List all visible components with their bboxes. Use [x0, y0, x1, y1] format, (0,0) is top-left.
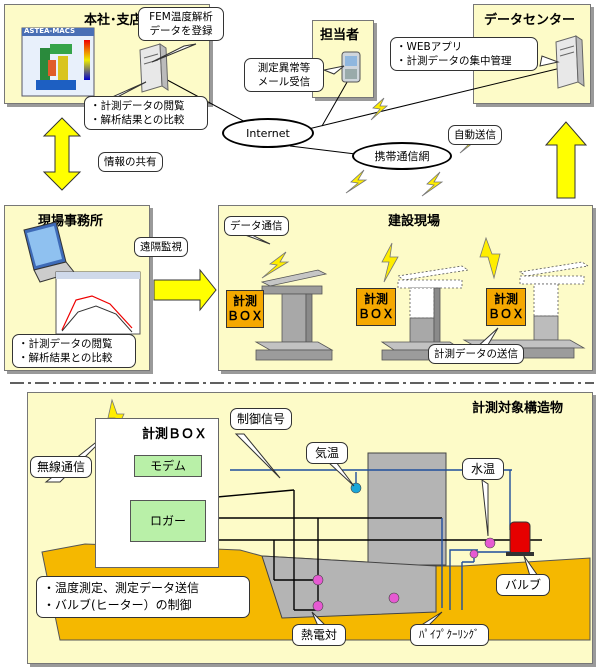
measure-box-title: 計測ＢＯＸ	[142, 427, 208, 442]
mobile-network-node: 携帯通信網	[352, 142, 452, 170]
alert-mail-callout: 測定異常等 メール受信	[244, 58, 324, 92]
pipe-cooling-label: ﾊﾟｲﾌﾟｸｰﾘﾝｸﾞ	[410, 624, 489, 646]
site-title: 建設現場	[388, 214, 441, 229]
water-temp-label: 水温	[462, 458, 505, 480]
data-send-callout: 計測データの送信	[428, 344, 524, 364]
thermocouple-label: 熱電対	[292, 624, 347, 646]
info-share-label: 情報の共有	[98, 152, 163, 172]
wireless-label: 無線通信	[30, 456, 93, 478]
field-office-callout: ・計測データの閲覧 ・解析結果との比較	[12, 334, 136, 368]
datacenter-title: データセンター	[484, 13, 576, 28]
double-arrow-icon	[42, 117, 82, 191]
right-arrow-icon	[153, 268, 217, 312]
hq-title: 本社･支店	[84, 13, 143, 28]
measure-box-panel	[95, 418, 219, 568]
software-label: ASTEA-MACS	[24, 27, 76, 35]
valve-label: バルブ	[496, 574, 551, 596]
fem-register-callout: FEM温度解析 データを登録	[138, 7, 224, 41]
logger-box: ロガー	[130, 500, 206, 542]
hq-browse-callout: ・計測データの閲覧 ・解析結果との比較	[84, 96, 208, 130]
field-office-title: 現場事務所	[38, 214, 104, 229]
data-comm-label: データ通信	[224, 216, 289, 236]
remote-monitor-label: 遠隔監視	[134, 237, 188, 257]
auto-send-label: 自動送信	[448, 125, 502, 145]
air-temp-label: 気温	[306, 442, 349, 464]
structure-title: 計測対象構造物	[472, 401, 564, 416]
staff-title: 担当者	[320, 28, 360, 43]
modem-box: モデム	[134, 455, 202, 477]
lightning-icon-1	[370, 97, 389, 121]
control-signal-label: 制御信号	[230, 408, 293, 430]
functions-callout: ・温度測定、測定データ送信 ・バルブ(ヒーター）の制御	[36, 576, 250, 618]
datacenter-callout: ・WEBアプリ ・計測データの集中管理	[390, 37, 538, 71]
up-arrow-icon	[544, 121, 588, 199]
lightning-icon-3	[345, 169, 368, 194]
internet-node: Internet	[222, 118, 314, 148]
lightning-icon-4	[421, 171, 444, 197]
